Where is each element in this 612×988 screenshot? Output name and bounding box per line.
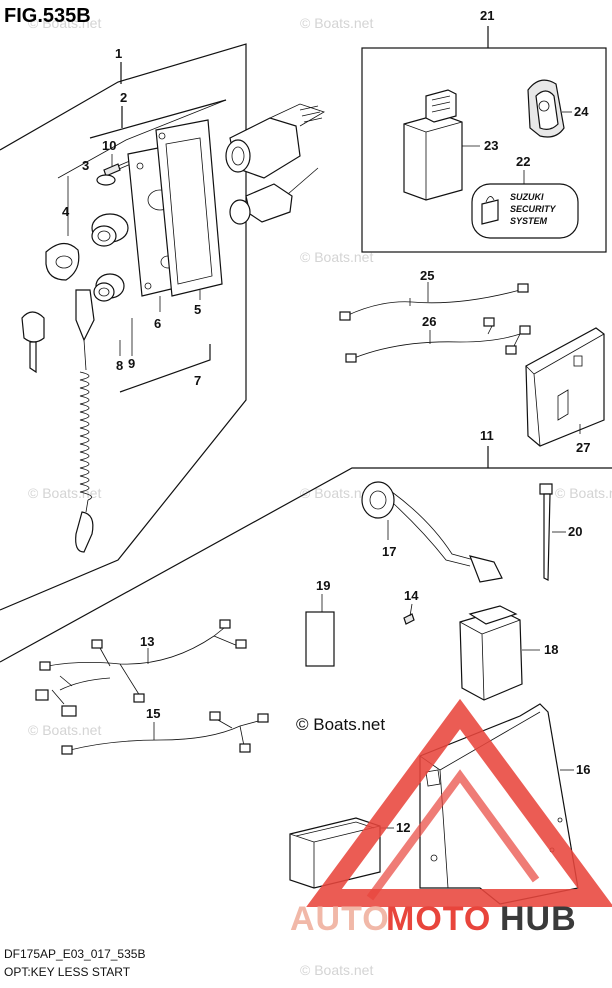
callout-10: 10 bbox=[102, 138, 116, 153]
callout-20: 20 bbox=[568, 524, 582, 539]
harness-25-part bbox=[339, 283, 529, 321]
small-screw-part bbox=[403, 603, 415, 625]
sensor-part bbox=[361, 481, 503, 583]
callout-3: 3 bbox=[82, 158, 89, 173]
lock-nut-part bbox=[93, 273, 125, 302]
security-label-line1: SUZUKI bbox=[510, 192, 544, 202]
watermark-text: © Boats.net bbox=[28, 15, 101, 31]
start-switch-part bbox=[225, 103, 325, 179]
security-label-part: SUZUKI SECURITY SYSTEM bbox=[471, 183, 579, 239]
watermark-layer: © Boats.net © Boats.net © Boats.net © Bo… bbox=[28, 15, 612, 978]
footer-drawing-code: DF175AP_E03_017_535B bbox=[4, 947, 145, 961]
watermark-text: © Boats.net bbox=[555, 485, 612, 501]
copyright-text: © Boats.net bbox=[296, 715, 385, 734]
callout-9: 9 bbox=[128, 356, 135, 371]
harness-15-part bbox=[61, 711, 269, 755]
callout-5: 5 bbox=[194, 302, 201, 317]
callout-22: 22 bbox=[516, 154, 530, 169]
callout-7: 7 bbox=[194, 373, 201, 388]
gasket-part bbox=[155, 119, 223, 297]
security-label-line2: SECURITY bbox=[510, 204, 557, 214]
callout-21: 21 bbox=[480, 8, 494, 23]
callout-4: 4 bbox=[62, 204, 70, 219]
decal-part bbox=[305, 611, 335, 667]
callout-26: 26 bbox=[422, 314, 436, 329]
ignition-cap-part bbox=[45, 242, 80, 281]
figure-title: FIG.535B bbox=[4, 5, 91, 27]
security-module-part bbox=[403, 89, 463, 201]
watermark-text: © Boats.net bbox=[300, 962, 373, 978]
relay-part bbox=[459, 605, 523, 701]
brand-text-moto: MOTO bbox=[386, 900, 491, 938]
footer-option: OPT:KEY LESS START bbox=[4, 965, 131, 979]
callout-15: 15 bbox=[146, 706, 160, 721]
callout-23: 23 bbox=[484, 138, 498, 153]
security-label-line3: SYSTEM bbox=[510, 216, 548, 226]
bushing-part bbox=[91, 213, 129, 247]
callout-1: 1 bbox=[115, 46, 122, 61]
callout-17: 17 bbox=[382, 544, 396, 559]
watermark-text: © Boats.net bbox=[28, 485, 101, 501]
nut-part bbox=[96, 174, 116, 186]
callout-27: 27 bbox=[576, 440, 590, 455]
callout-8: 8 bbox=[116, 358, 123, 373]
callout-11: 11 bbox=[480, 428, 494, 443]
callout-14: 14 bbox=[404, 588, 419, 603]
callout-24: 24 bbox=[574, 104, 589, 119]
callout-12: 12 bbox=[396, 820, 410, 835]
watermark-text: © Boats.net bbox=[300, 249, 373, 265]
stop-switch-part bbox=[229, 167, 319, 225]
callout-13: 13 bbox=[140, 634, 154, 649]
callout-6: 6 bbox=[154, 316, 161, 331]
brand-text-auto: AUTO bbox=[290, 900, 390, 938]
harness-26-part bbox=[345, 317, 531, 363]
group-21-box bbox=[361, 47, 607, 253]
controller-box-part bbox=[525, 327, 605, 447]
watermark-text: © Boats.net bbox=[300, 485, 373, 501]
brand-text-hub: HUB bbox=[500, 900, 577, 938]
harness-13-part bbox=[35, 619, 247, 717]
cable-tie-part bbox=[539, 483, 553, 581]
watermark-text: © Boats.net bbox=[28, 722, 101, 738]
callout-25: 25 bbox=[420, 268, 434, 283]
key-fob-part bbox=[527, 79, 565, 138]
callout-16: 16 bbox=[576, 762, 590, 777]
callout-2: 2 bbox=[120, 90, 127, 105]
emergency-lanyard-part bbox=[75, 289, 95, 553]
brand-logo: AUTO MOTO HUB bbox=[290, 698, 612, 938]
watermark-text: © Boats.net bbox=[300, 15, 373, 31]
callout-19: 19 bbox=[316, 578, 330, 593]
key-part bbox=[21, 311, 45, 374]
group-11-outline bbox=[0, 446, 612, 663]
callout-18: 18 bbox=[544, 642, 558, 657]
